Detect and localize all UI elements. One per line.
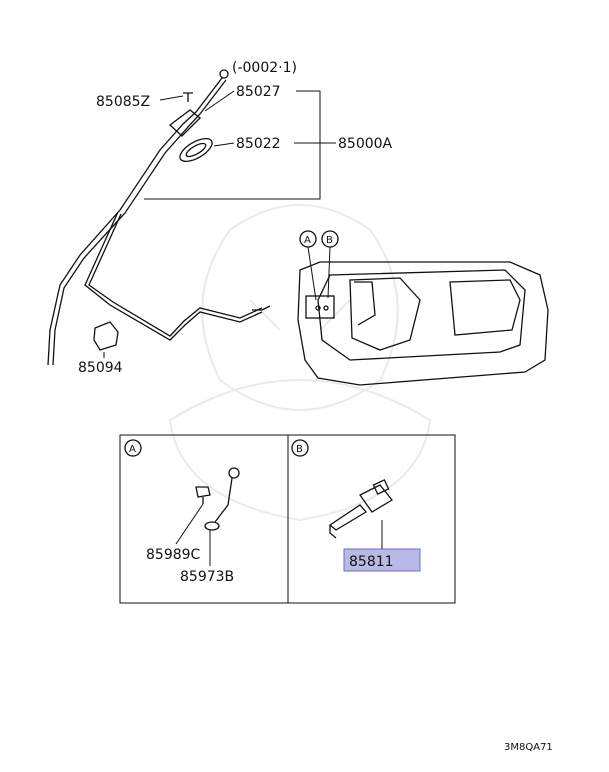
bracket-85000a xyxy=(144,90,321,200)
panel-a-label: A xyxy=(129,444,136,455)
ground-wire-part xyxy=(195,467,240,531)
panel-b-label: B xyxy=(296,444,303,455)
label-85022: 85022 xyxy=(236,136,281,152)
label-85027: 85027 xyxy=(236,84,281,100)
panel-b-bubble xyxy=(291,439,309,457)
antenna-connector-part xyxy=(328,479,393,539)
panel-a-bubble xyxy=(124,439,142,457)
label-85973b: 85973B xyxy=(180,569,234,585)
label-85085z: 85085Z xyxy=(96,94,150,110)
callout-b-label: B xyxy=(326,235,333,246)
antenna-assembly xyxy=(47,69,271,366)
leader-85085z xyxy=(159,95,184,101)
label-85094: 85094 xyxy=(78,360,123,376)
label-85000a: 85000A xyxy=(338,136,393,152)
figure-code: 3M8QA71 xyxy=(504,742,553,753)
callout-a-label: A xyxy=(304,235,311,246)
leader-85027 xyxy=(204,90,235,112)
leader-85022 xyxy=(213,142,235,147)
label-85989c: 85989C xyxy=(146,547,201,563)
leader-callout-b xyxy=(327,246,331,299)
watermark-emblem xyxy=(168,204,432,522)
note-date-range: (-0002·1) xyxy=(232,60,297,76)
label-85811: 85811 xyxy=(349,554,394,570)
vehicle-outline xyxy=(297,261,549,386)
leader-85989c xyxy=(175,503,204,545)
leader-callout-a xyxy=(307,246,317,301)
